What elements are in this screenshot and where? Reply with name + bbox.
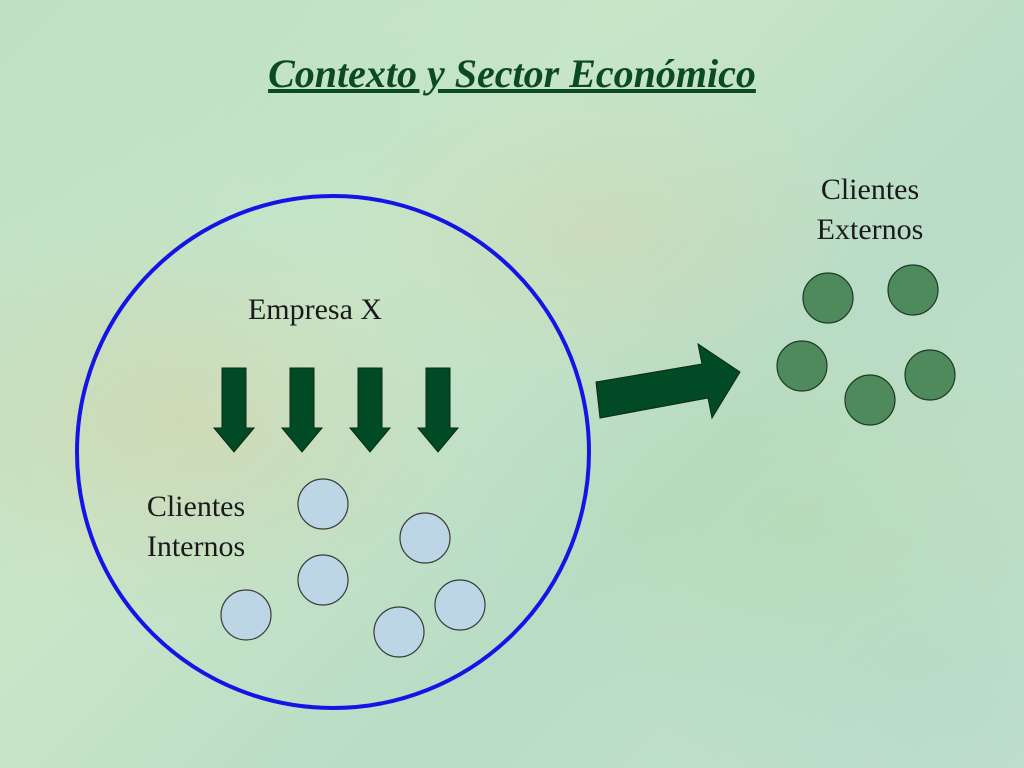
external-client-dot [776, 340, 828, 392]
internal-clients-label: Clientes Internos [146, 490, 246, 563]
company-boundary-circle [75, 194, 591, 710]
external-client-dot [802, 272, 854, 324]
external-clients [776, 264, 956, 426]
internal-client-dot [297, 554, 349, 606]
company-label: Empresa X [247, 293, 383, 326]
page-title: Contexto y Sector Económico [268, 51, 756, 96]
down-arrow-icon [348, 367, 392, 453]
internal-clients [220, 478, 486, 658]
internal-client-dot [373, 606, 425, 658]
internal-client-dot [399, 512, 451, 564]
down-arrow-icon [280, 367, 324, 453]
external-client-dot [904, 349, 956, 401]
downward-arrows [212, 367, 460, 453]
down-arrow-icon [212, 367, 256, 453]
external-client-dot [844, 374, 896, 426]
down-arrow-icon [416, 367, 460, 453]
external-client-dot [887, 264, 939, 316]
internal-client-dot [434, 579, 486, 631]
internal-client-dot [297, 478, 349, 530]
external-clients-label: Clientes Externos [816, 173, 924, 246]
right-arrow-icon [595, 342, 741, 420]
internal-client-dot [220, 589, 272, 641]
